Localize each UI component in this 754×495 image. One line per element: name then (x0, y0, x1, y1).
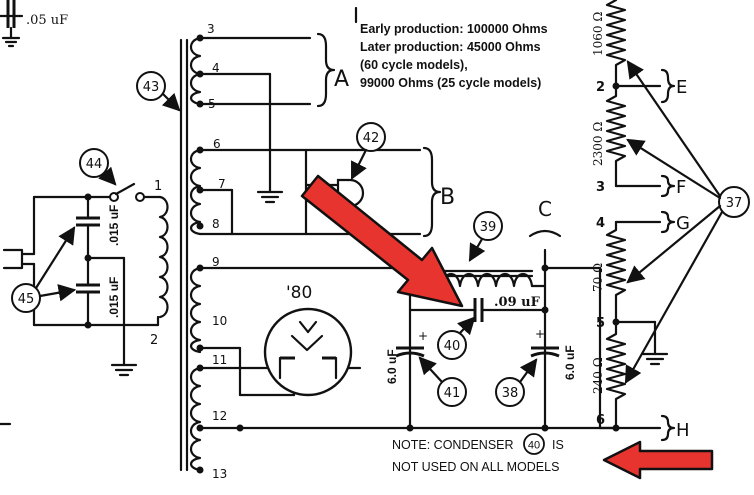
callout-45-label: 45 (18, 292, 35, 307)
winding-high-voltage (189, 264, 412, 397)
resistor-70-label: 70 Ω (591, 263, 605, 292)
condenser-40: .09 uF (408, 295, 549, 322)
line-switch: 1 2 (109, 179, 169, 348)
callout-41: 41 (418, 356, 467, 407)
terminal-12: 12 (212, 409, 227, 423)
terminal-11: 11 (212, 353, 227, 367)
cap-40-label: .09 uF (494, 295, 541, 310)
cap-38-plus: + (535, 327, 545, 341)
callout-42: 42 (350, 122, 386, 180)
condenser-38: + 6.0 uF (530, 327, 577, 380)
switch-terminal-2: 2 (150, 333, 158, 348)
callout-38: 38 (495, 358, 538, 407)
callout-45: 45 (11, 226, 77, 313)
bottom-note-suffix: IS (552, 438, 564, 452)
resistor-1060-label: 1060 Ω (591, 12, 605, 56)
divider-terminal-6: 6 (596, 413, 605, 428)
divider-terminal-4: 4 (596, 216, 605, 231)
group-label-h: H (676, 420, 690, 441)
note-line-2: Later production: 45000 Ohms (360, 40, 541, 54)
callout-41-label: 41 (444, 386, 461, 401)
group-label-b: B (440, 185, 455, 210)
bottom-note-ref: 40 (528, 440, 540, 452)
cap-41-plus: + (418, 329, 428, 343)
switch-terminal-1: 1 (154, 179, 162, 194)
winding-a: A (189, 32, 349, 204)
callout-39: 39 (468, 211, 503, 262)
cap-top-left-label: .05 uF (26, 13, 68, 28)
terminal-4: 4 (212, 61, 220, 75)
callout-43: 43 (136, 71, 181, 112)
callout-43-label: 43 (143, 80, 160, 95)
group-label-g: G (676, 213, 690, 234)
cap-41-label: 6.0 uF (385, 349, 399, 384)
bottom-note-line-2: NOT USED ON ALL MODELS (392, 460, 559, 474)
production-note: Early production: 100000 Ohms Later prod… (354, 6, 548, 90)
tube-label: '80 (286, 283, 312, 303)
resistor-240-label: 240 Ω (591, 357, 605, 394)
transformer-core (179, 38, 189, 472)
divider-terminal-2: 2 (596, 80, 605, 95)
callout-37: 37 (624, 60, 750, 384)
bottom-note: NOTE: CONDENSER 40 IS NOT USED ON ALL MO… (392, 433, 564, 474)
condenser-41: + 6.0 uF (385, 329, 428, 384)
callout-44-label: 44 (86, 157, 103, 172)
cap-line-a-label: .015 uF (107, 205, 121, 246)
transformer-terminal-labels: 3 4 5 6 7 8 9 10 11 12 13 (207, 22, 227, 481)
callout-39-label: 39 (480, 220, 497, 235)
callout-42-label: 42 (363, 131, 380, 146)
group-label-f: F (676, 177, 686, 198)
terminal-7: 7 (218, 177, 226, 191)
voltage-divider: 1060 Ω 2300 Ω 70 Ω 240 Ω 2 3 4 5 6 E F G… (591, 0, 690, 442)
group-label-a: A (334, 67, 349, 92)
terminal-3: 3 (207, 22, 215, 36)
terminal-6: 6 (213, 137, 221, 151)
terminal-10: 10 (212, 314, 227, 328)
callout-37-label: 37 (726, 196, 743, 211)
divider-terminal-3: 3 (596, 180, 605, 195)
resistor-2300-label: 2300 Ω (591, 122, 605, 166)
rectifier-tube: '80 (263, 283, 353, 397)
note-line-4: 99000 Ohms (25 cycle models) (360, 76, 541, 90)
group-label-c: C (538, 197, 552, 221)
winding-filament (189, 364, 662, 474)
top-left-capacitor: .05 uF (0, 0, 68, 48)
bottom-note-prefix: NOTE: CONDENSER (392, 438, 514, 452)
cap-line-b-label: .015 uF (107, 277, 121, 318)
power-input: .015 uF .015 uF (2, 193, 160, 377)
cap-38-label: 6.0 uF (563, 345, 577, 380)
terminal-9: 9 (212, 255, 220, 269)
callout-40: 40 (437, 316, 476, 360)
divider-terminal-5: 5 (596, 316, 605, 331)
terminal-13: 13 (212, 467, 227, 481)
group-label-e: E (676, 77, 687, 98)
note-line-1: Early production: 100000 Ohms (360, 22, 548, 36)
note-line-3: (60 cycle models), (360, 58, 468, 72)
callout-40-label: 40 (444, 339, 461, 354)
callout-44: 44 (79, 148, 117, 186)
red-arrow-note (602, 440, 714, 480)
terminal-5: 5 (208, 97, 216, 111)
terminal-8: 8 (212, 217, 220, 231)
callout-38-label: 38 (502, 386, 519, 401)
red-arrow-diagonal (300, 174, 464, 308)
